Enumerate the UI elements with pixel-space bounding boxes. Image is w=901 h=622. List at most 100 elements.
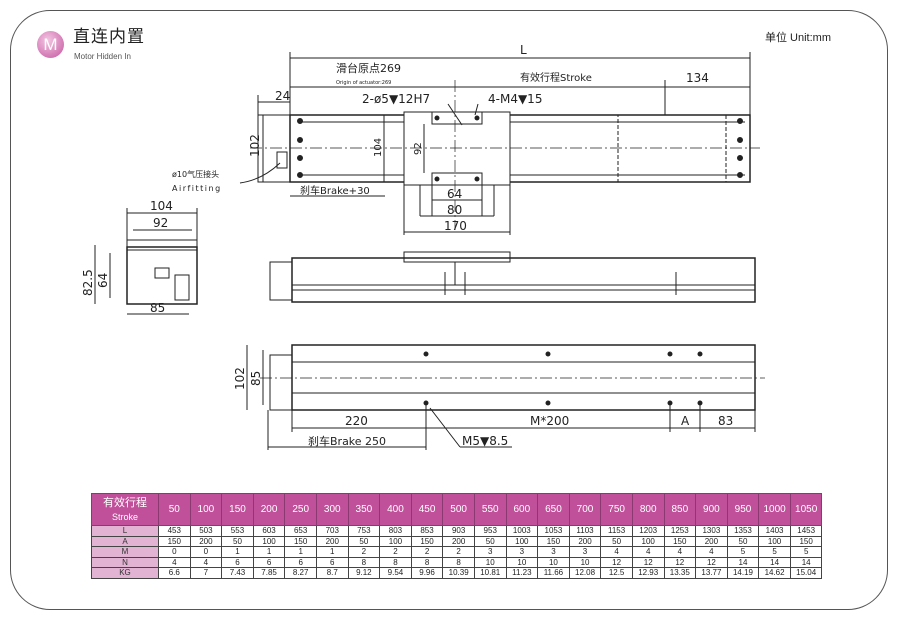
table-cell: 150 [158,535,191,547]
dim-24: 24 [275,89,290,103]
row-label: KG [91,567,159,579]
table-cell: 653 [284,525,317,537]
stroke-header-cell: 900 [695,493,728,526]
table-cell: 4 [158,556,191,568]
table-cell: 6 [315,556,349,568]
table-cell: 200 [695,535,728,547]
dim-134: 134 [686,71,709,85]
end-dim-64: 64 [96,273,110,288]
table-cell: 553 [221,525,254,537]
page-frame [10,10,888,610]
stroke-header-cell: 650 [537,493,570,526]
table-cell: 12 [600,556,633,568]
table-cell: 150 [663,535,697,547]
stroke-header-cell: 1050 [789,493,823,526]
table-cell: 1 [252,546,286,558]
table-cell: 5 [758,546,791,558]
table-cell: 8 [442,556,475,568]
table-cell: 14 [789,556,823,568]
row-label: M [91,546,159,558]
dim-104: 104 [373,138,384,157]
table-cell: 4 [695,546,728,558]
table-cell: 100 [631,535,665,547]
table-cell: 1003 [505,525,539,537]
table-cell: 2 [379,546,412,558]
table-cell: 953 [473,525,507,537]
table-cell: 1 [315,546,349,558]
dim-A: A [681,414,690,428]
brake-30: 刹车Brake+30 [300,184,370,197]
table-cell: 4 [189,556,223,568]
side-view [269,251,756,303]
table-cell: 853 [410,525,444,537]
table-cell: 753 [347,525,381,537]
table-cell: 1 [284,546,317,558]
table-cell: 12.93 [631,567,665,579]
table-cell: 50 [221,535,254,547]
logo-icon: M [37,31,64,58]
table-cell: 7 [189,567,223,579]
stroke-header-cell: 200 [252,493,286,526]
thread-m5: M5▼8.5 [462,434,508,448]
table-cell: 4 [663,546,697,558]
end-dim-85: 85 [150,301,165,315]
table-cell: 1153 [600,525,633,537]
row-label: L [91,525,159,537]
row-label: N [91,556,159,568]
thread-spec: 4-M4▼15 [488,92,542,106]
stroke-header-cell: 500 [442,493,475,526]
stroke-header-cell: 600 [505,493,539,526]
table-cell: 12.5 [600,567,633,579]
end-dim-82-5: 82.5 [81,269,95,296]
table-cell: 8 [410,556,444,568]
table-cell: 1403 [758,525,791,537]
table-cell: 2 [347,546,381,558]
table-cell: 8.7 [315,567,349,579]
stroke-header-en: Stroke [111,512,138,522]
table-cell: 1253 [663,525,697,537]
dim-stroke: 有效行程Stroke [520,71,592,84]
brake-250: 刹车Brake 250 [308,434,386,448]
air-fitting-icon [276,151,288,169]
end-view [94,208,198,315]
dim-64: 64 [447,187,462,201]
table-cell: 10 [537,556,570,568]
table-cell: 10 [473,556,507,568]
table-cell: 503 [189,525,223,537]
table-cell: 703 [315,525,349,537]
table-cell: 8 [379,556,412,568]
dim-pitch: M*200 [530,414,569,428]
table-cell: 150 [410,535,444,547]
table-cell: 200 [568,535,602,547]
table-cell: 1303 [695,525,728,537]
dim-170: 170 [444,219,467,233]
page-subtitle: Motor Hidden In [74,52,131,61]
table-cell: 803 [379,525,412,537]
dim-220: 220 [345,414,368,428]
table-cell: 50 [473,535,507,547]
table-cell: 0 [189,546,223,558]
table-cell: 6 [221,556,254,568]
table-cell: 1103 [568,525,602,537]
stroke-header-cell: 800 [631,493,665,526]
table-cell: 13.35 [663,567,697,579]
table-cell: 9.54 [379,567,412,579]
hole-spec: 2-ø5▼12H7 [362,92,430,106]
unit-label: 单位 Unit:mm [765,32,831,44]
end-dim-104: 104 [150,199,173,213]
table-cell: 200 [315,535,349,547]
table-cell: 8.27 [284,567,317,579]
table-cell: 1353 [726,525,760,537]
stroke-header-cell: 550 [473,493,507,526]
table-cell: 11.66 [537,567,570,579]
table-cell: 3 [505,546,539,558]
stroke-header-cn: 有效行程 [103,497,147,509]
table-cell: 603 [252,525,286,537]
stroke-header-cell: 50 [158,493,191,526]
